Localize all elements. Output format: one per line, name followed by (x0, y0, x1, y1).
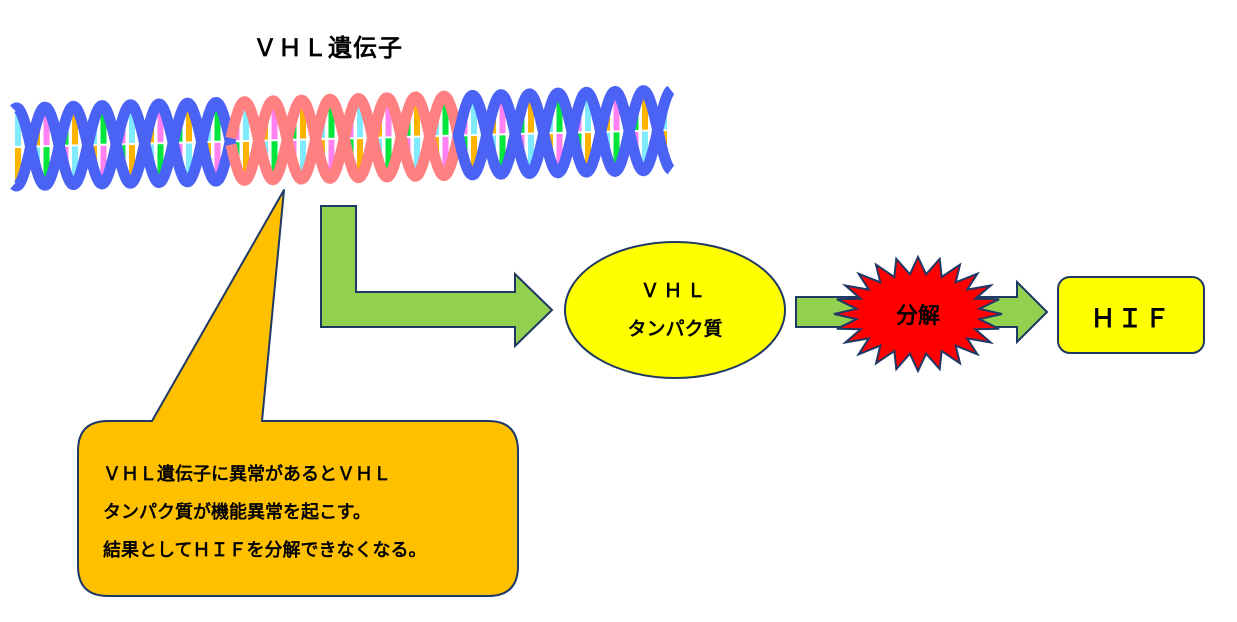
base-pair-lower (100, 145, 107, 180)
vhl-protein-ellipse (564, 241, 786, 379)
base-pair-upper (528, 98, 534, 133)
base-pair-lower (328, 139, 335, 174)
base-pair-upper (585, 96, 591, 132)
callout-text: ＶＨＬ遺伝子に異常があるとＶＨＬ タンパク質が機能異常を起こす。 結果としてＨＩ… (103, 456, 426, 570)
dna-strand-flank-left (10, 96, 237, 192)
base-pair-upper (613, 96, 620, 131)
base-pair-lower (528, 134, 534, 169)
base-pair-lower (300, 140, 306, 175)
base-pair-lower (499, 135, 506, 170)
gene-title: ＶＨＬ遺伝子 (253, 34, 403, 62)
base-pair-upper (556, 97, 563, 132)
base-pair-lower (442, 136, 449, 171)
base-pair-upper (271, 105, 278, 140)
base-pair-lower (385, 138, 392, 173)
base-pair-lower (271, 141, 278, 176)
base-pair-lower (129, 144, 135, 179)
dna-strand-flank-right (452, 85, 675, 180)
dna-strand-vhl-gene (225, 90, 464, 186)
base-pair-upper (100, 110, 107, 144)
base-pair-upper (157, 108, 164, 143)
base-pair-lower (214, 142, 221, 177)
base-pair-upper (499, 99, 506, 134)
protein-label-protein: タンパク質 (627, 318, 723, 340)
callout-line: ＶＨＬ遺伝子に異常があるとＶＨＬ (103, 464, 391, 485)
base-pair-upper (357, 103, 363, 138)
base-pair-upper (129, 109, 135, 143)
base-pair-lower (585, 133, 591, 168)
degradation-starburst (833, 254, 1003, 374)
base-pair-lower (186, 143, 192, 178)
callout-bubble (77, 189, 519, 597)
base-pair-lower (556, 133, 563, 169)
base-pair-upper (471, 99, 477, 135)
protein-label-vhl: ＶＨＬ (640, 280, 710, 302)
dna-helix (10, 85, 675, 192)
base-pair-upper (328, 103, 335, 138)
base-pair-upper (43, 111, 50, 146)
bent-arrow (320, 205, 554, 349)
base-pair-lower (243, 141, 249, 176)
hif-label: ＨＩＦ (1090, 304, 1172, 333)
base-pair-upper (385, 102, 392, 137)
base-pair-upper (442, 100, 449, 135)
base-pair-lower (613, 132, 620, 167)
base-pair-upper (243, 106, 249, 140)
base-pair-lower (357, 139, 363, 174)
base-pair-lower (157, 144, 164, 178)
base-pair-lower (471, 136, 477, 171)
base-pair-lower (43, 147, 50, 181)
base-pair-upper (186, 107, 192, 142)
base-pair-lower (642, 131, 648, 167)
dna-strand-flank-right (452, 85, 675, 181)
base-pair-upper (15, 112, 21, 146)
callout-line: 結果としてＨＩＦを分解できなくなる。 (103, 540, 427, 561)
dna-strand-flank-left (10, 97, 237, 191)
base-pair-upper (72, 110, 78, 145)
base-pair-lower (414, 137, 420, 172)
base-pair-lower (15, 147, 21, 182)
base-pair-upper (642, 95, 648, 130)
degradation-label: 分解 (895, 304, 940, 329)
hif-box (1057, 276, 1205, 354)
base-pair-lower (72, 146, 78, 180)
base-pair-upper (300, 104, 306, 139)
base-pair-upper (214, 106, 221, 141)
callout-line: タンパク質が機能異常を起こす。 (103, 502, 371, 523)
base-pair-upper (414, 101, 420, 136)
